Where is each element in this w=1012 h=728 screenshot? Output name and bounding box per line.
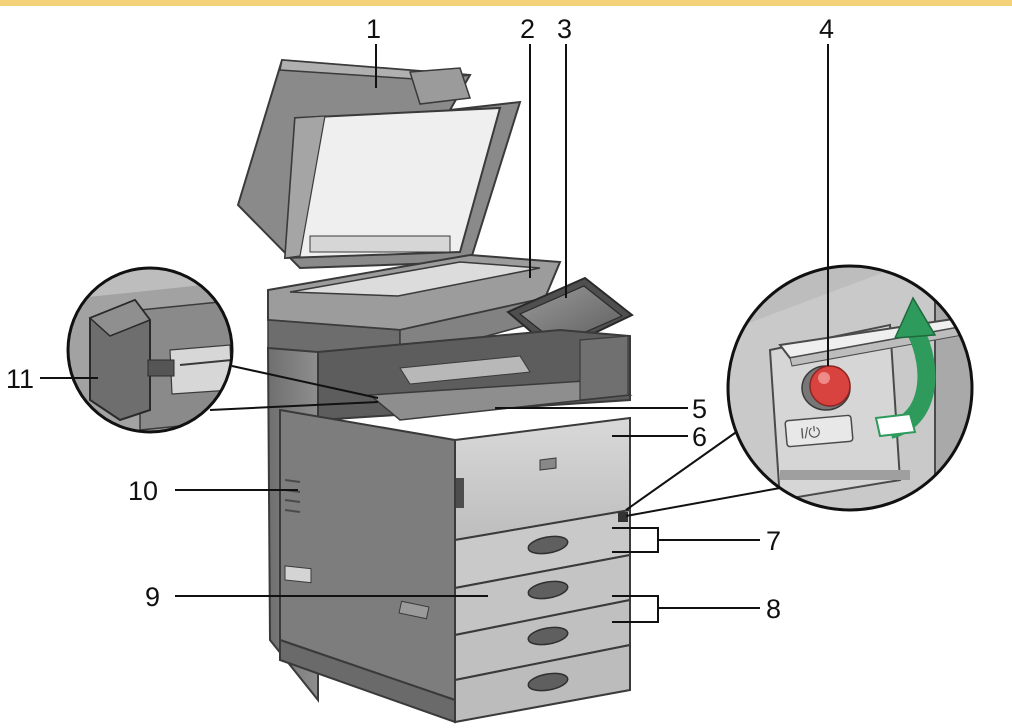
callout-numbers: 1 2 3 4 5 6 7 8 9 10 11 [6, 14, 834, 624]
callout-10: 10 [128, 476, 158, 506]
callout-7: 7 [766, 526, 781, 556]
printer-body [236, 58, 634, 724]
leader-lines [40, 44, 829, 623]
exposure-glass [289, 261, 541, 297]
callout-4: 4 [819, 14, 834, 44]
finisher-inset [66, 266, 379, 434]
callout-3: 3 [557, 14, 572, 44]
internal-tray [368, 379, 633, 421]
callout-2: 2 [520, 14, 535, 44]
callout-9: 9 [145, 582, 160, 612]
callout-5: 5 [692, 394, 707, 424]
callout-6: 6 [692, 422, 707, 452]
callout-8: 8 [766, 594, 781, 624]
adf-tray [409, 67, 472, 105]
top-band [0, 0, 1012, 6]
power-switch-inset: I/⏻ [625, 264, 974, 517]
power-button-icon [809, 365, 851, 407]
callout-11: 11 [6, 364, 34, 394]
callout-1: 1 [366, 14, 381, 44]
power-switch-label: I/⏻ [799, 424, 821, 443]
